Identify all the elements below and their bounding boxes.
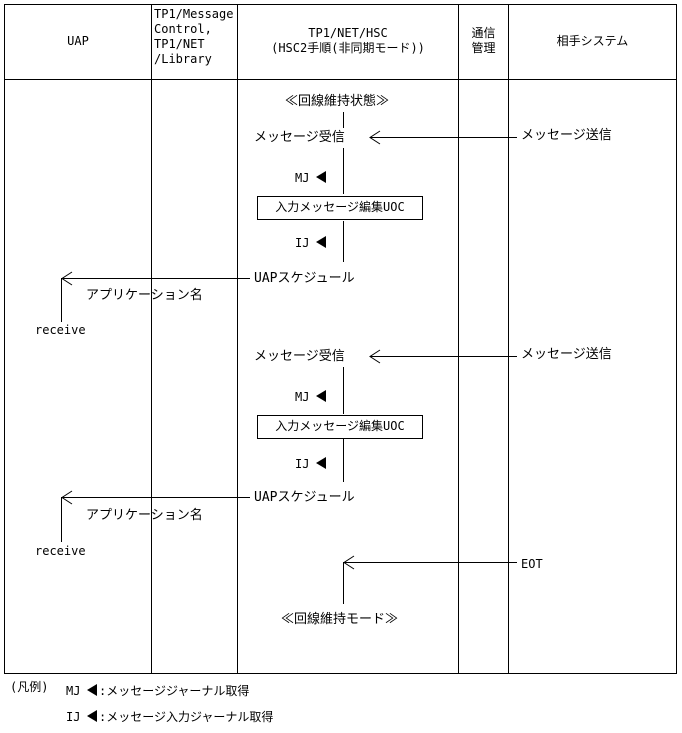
- header-partner: 相手システム: [556, 33, 629, 48]
- ij-triangle-icon: [316, 236, 326, 248]
- legend-ij-code: IJ: [66, 710, 81, 724]
- ij-label: IJ: [295, 236, 310, 250]
- legend-ij-triangle-icon: [87, 710, 97, 722]
- legend-ij-desc: :メッセージ入力ジャーナル取得: [99, 710, 274, 724]
- input-message-uoc-box: 入力メッセージ編集UOC: [257, 415, 423, 439]
- legend-mj-triangle-icon: [87, 684, 97, 696]
- msg-send-label: メッセージ送信: [521, 128, 612, 143]
- legend-mj-desc: :メッセージジャーナル取得: [99, 684, 250, 698]
- receive-label: receive: [35, 323, 86, 337]
- arrowhead: [343, 555, 355, 570]
- arrowhead: [369, 349, 381, 364]
- input-message-uoc-box: 入力メッセージ編集UOC: [257, 196, 423, 220]
- mj-triangle-icon: [316, 171, 326, 183]
- header-uap: UAP: [67, 33, 89, 48]
- legend-mj-code: MJ: [66, 684, 81, 698]
- uap-schedule-label: UAPスケジュール: [254, 271, 355, 286]
- table-frame: [4, 4, 677, 674]
- state-top: ≪回線維持状態≫: [285, 94, 390, 109]
- msg-receive-label: メッセージ受信: [254, 349, 345, 364]
- uap-schedule-label: UAPスケジュール: [254, 490, 355, 505]
- mj-triangle-icon: [316, 390, 326, 402]
- mj-label: MJ: [295, 171, 310, 185]
- state-bottom: ≪回線維持モード≫: [281, 612, 399, 627]
- ij-label: IJ: [295, 457, 310, 471]
- eot-label: EOT: [521, 557, 543, 571]
- ij-triangle-icon: [316, 457, 326, 469]
- header-comm: 通信 管理: [471, 26, 496, 55]
- mj-label: MJ: [295, 390, 310, 404]
- header-hsc: TP1/NET/HSC (HSC2手順(非同期モード)): [271, 26, 425, 55]
- msg-receive-label: メッセージ受信: [254, 130, 345, 145]
- receive-label: receive: [35, 544, 86, 558]
- application-name-label: アプリケーション名: [86, 288, 203, 303]
- arrowhead: [369, 130, 381, 145]
- msg-send-label: メッセージ送信: [521, 347, 612, 362]
- header-library: TP1/Message Control, TP1/NET /Library: [154, 7, 234, 66]
- application-name-label: アプリケーション名: [86, 508, 203, 523]
- legend-title: (凡例): [10, 680, 49, 694]
